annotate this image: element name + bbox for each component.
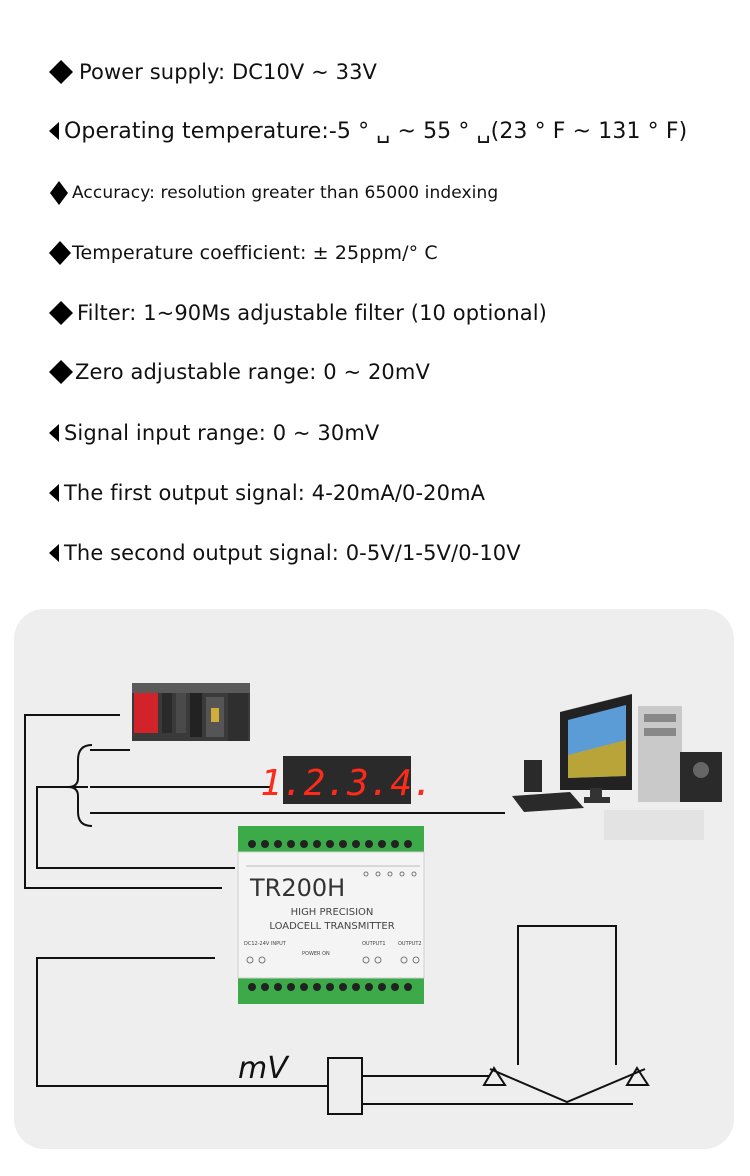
spec-text: Power supply: DC10V ~ 33V	[79, 60, 378, 84]
spec-text: The second output signal: 0-5V/1-5V/0-10…	[64, 541, 521, 565]
spec-text: Zero adjustable range: 0 ~ 20mV	[75, 360, 430, 384]
left-triangle-icon	[48, 480, 64, 506]
wiring-lines	[24, 714, 650, 1115]
left-triangle-icon	[48, 540, 64, 566]
module-label-output2: OUTPUT2	[398, 941, 422, 947]
module-label-output1: OUTPUT1	[362, 941, 386, 947]
load-cell-wire	[36, 957, 328, 1087]
led-display: 1.2.3.4.	[260, 756, 434, 804]
spec-power-supply: Power supply: DC10V ~ 33V	[48, 52, 377, 92]
spec-list: Power supply: DC10V ~ 33V Operating temp…	[48, 52, 687, 573]
diamond-icon	[48, 359, 74, 385]
spec-text: Operating temperature:-5 ° ␣ ~ 55 ° ␣(23…	[64, 118, 688, 144]
brace-icon	[67, 744, 93, 827]
module-line1: HIGH PRECISION	[291, 907, 374, 918]
brace-wire	[36, 786, 235, 869]
computer-icon	[512, 694, 722, 840]
spec-filter: Filter: 1~90Ms adjustable filter (10 opt…	[48, 293, 547, 333]
diamond-icon	[48, 240, 74, 266]
module-label-power-on: POWER ON	[302, 951, 330, 957]
module-line2: LOADCELL TRANSMITTER	[269, 921, 394, 932]
module-model: TR200H	[249, 874, 345, 902]
hopper-icon	[517, 925, 617, 1065]
signal-label: mV	[238, 1051, 290, 1086]
plc-wire	[24, 714, 222, 889]
spec-operating-temperature: Operating temperature:-5 ° ␣ ~ 55 ° ␣(23…	[48, 111, 687, 151]
transmitter-module: TR200H HIGH PRECISION LOADCELL TRANSMITT…	[237, 826, 425, 1004]
spec-text: Filter: 1~90Ms adjustable filter (10 opt…	[77, 301, 547, 325]
spec-text: Temperature coefficient: ± 25ppm/° C	[72, 242, 438, 264]
hopper-cone	[489, 1068, 646, 1104]
spec-second-output-signal: The second output signal: 0-5V/1-5V/0-10…	[48, 533, 521, 573]
module-label-power-input: DC12-24V INPUT	[244, 941, 287, 947]
spec-temperature-coefficient: Temperature coefficient: ± 25ppm/° C	[48, 233, 438, 273]
spec-text: Signal input range: 0 ~ 30mV	[64, 421, 380, 445]
spec-signal-input-range: Signal input range: 0 ~ 30mV	[48, 413, 379, 453]
support-triangle-icon	[482, 1066, 507, 1086]
spec-first-output-signal: The first output signal: 4-20mA/0-20mA	[48, 473, 485, 513]
spec-text: Accuracy: resolution greater than 65000 …	[72, 183, 499, 203]
left-triangle-icon	[48, 118, 64, 144]
spec-zero-adjustable-range: Zero adjustable range: 0 ~ 20mV	[48, 352, 430, 392]
diamond-icon	[48, 59, 74, 85]
diamond-icon	[48, 300, 74, 326]
load-cell-icon	[327, 1057, 363, 1115]
support-triangle-icon	[625, 1066, 650, 1086]
display-reading: 1.2.3.4.	[260, 763, 433, 804]
spec-accuracy: Accuracy: resolution greater than 65000 …	[48, 173, 498, 213]
spec-text: The first output signal: 4-20mA/0-20mA	[64, 481, 486, 505]
plc-icon	[132, 683, 250, 741]
diamond-icon	[48, 180, 74, 206]
left-triangle-icon	[48, 420, 64, 446]
